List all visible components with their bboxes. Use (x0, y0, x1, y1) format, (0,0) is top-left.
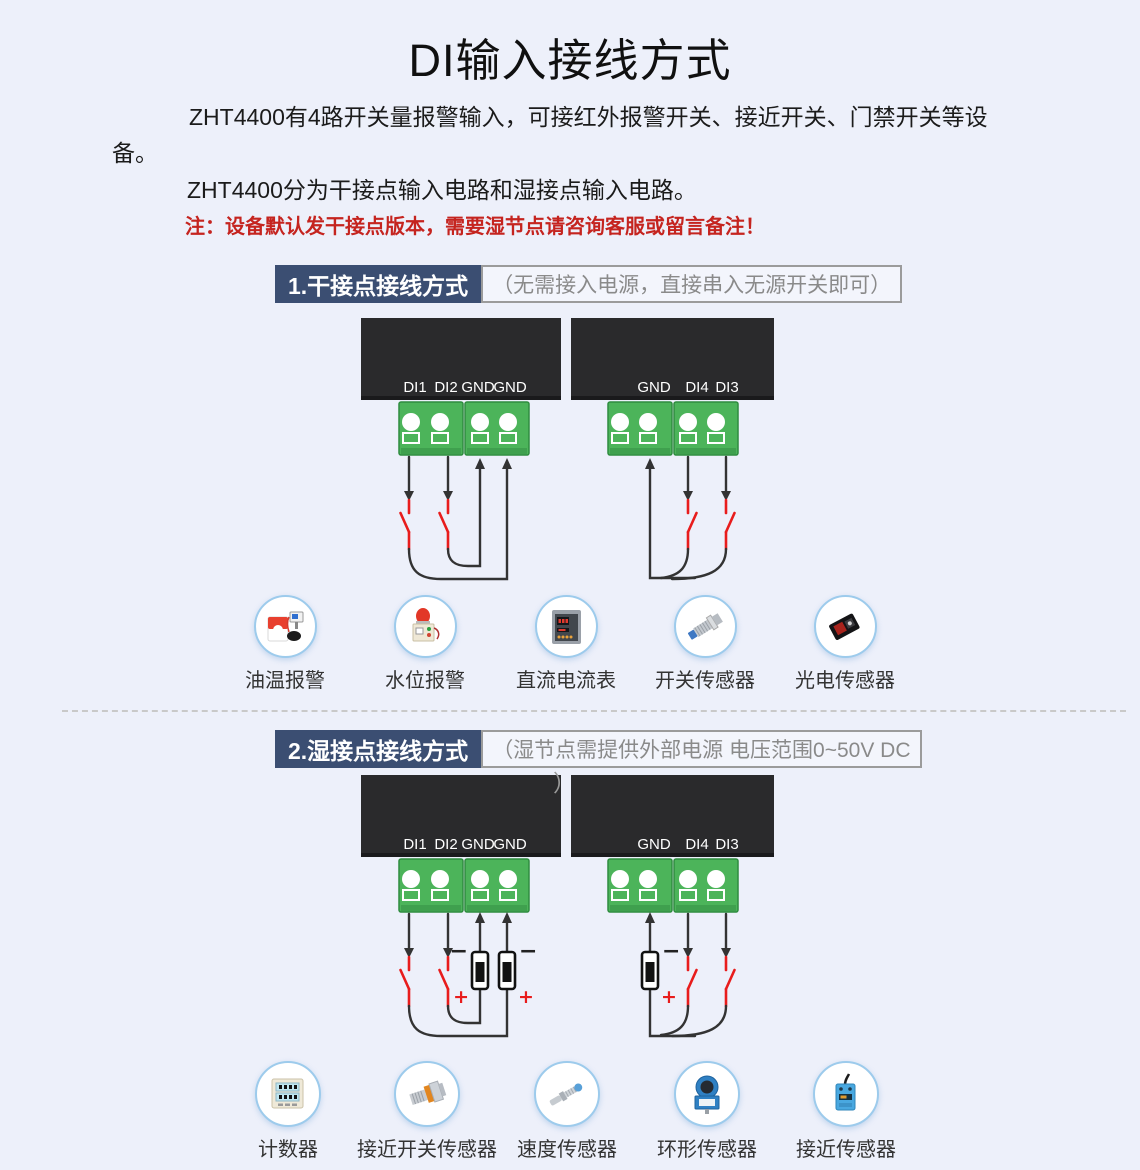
device-label: 油温报警 (245, 670, 325, 692)
device-counter: 计数器 (213, 1061, 363, 1162)
dry-contact-wiring-diagram: DI1 DI2 GND GND GND DI4 DI3 (361, 318, 774, 581)
speed-sensor-icon (549, 1083, 583, 1106)
battery-plus-label: + (518, 986, 534, 1008)
device-label: 速度传感器 (517, 1139, 617, 1161)
device-label: 水位报警 (385, 670, 465, 692)
device-ring-sensor: 环形传感器 (632, 1061, 782, 1162)
water-level-alarm-icon (412, 607, 440, 641)
switch-sensor-icon (687, 612, 723, 640)
wet-right-device-box: GND DI4 DI3 (571, 775, 774, 857)
battery-symbol-1: − + (450, 939, 490, 1008)
device-badge (253, 595, 317, 658)
oil-temperature-alarm-icon (267, 611, 304, 641)
battery-symbol-3: − + (640, 939, 680, 1008)
section-2-header: 2.湿接点接线方式 （湿节点需提供外部电源 电压范围0~50V DC (275, 730, 922, 768)
terminal-label-di1: DI1 (403, 379, 426, 396)
terminal-label-gnd2: GND (493, 836, 527, 853)
terminal-label-gnd1: GND (461, 379, 495, 396)
device-label: 接近开关传感器 (357, 1139, 497, 1161)
device-water-level-alarm: 水位报警 (350, 595, 500, 693)
dc-ammeter-icon (552, 609, 581, 644)
wet-right-terminal-block (607, 858, 739, 913)
page-title: DI输入接线方式 (408, 35, 732, 86)
dry-right-wires (645, 455, 736, 581)
device-badge (534, 1061, 600, 1127)
ring-sensor-icon (694, 1075, 720, 1114)
counter-icon (271, 1078, 304, 1109)
dry-right-terminal-block (607, 401, 739, 456)
device-badge (534, 595, 598, 658)
terminal-label-di3: DI3 (715, 379, 738, 396)
device-badge (673, 595, 737, 658)
device-label: 开关传感器 (655, 670, 755, 692)
wet-left-wires: − + − + (399, 912, 537, 1038)
section-divider (62, 710, 1126, 712)
device-label: 光电传感器 (795, 670, 895, 692)
device-proximity-switch-sensor: 接近开关传感器 (352, 1061, 502, 1162)
dry-right-device-box: GND DI4 DI3 (571, 318, 774, 400)
terminal-label-gnd1: GND (461, 836, 495, 853)
wet-left-device-box: DI1 DI2 GND GND (361, 775, 561, 857)
wet-contact-wiring-diagram: DI1 DI2 GND GND GND DI4 DI3 (361, 775, 774, 1038)
terminal-label-gnd2: GND (493, 379, 527, 396)
device-badge (255, 1061, 321, 1127)
photoelectric-sensor-icon (829, 613, 860, 640)
device-speed-sensor: 速度传感器 (492, 1061, 642, 1162)
terminal-label-di4: DI4 (685, 379, 708, 396)
proximity-switch-sensor-icon (409, 1080, 447, 1105)
terminal-label-di1: DI1 (403, 836, 426, 853)
terminal-label-gnd: GND (637, 379, 671, 396)
device-label: 环形传感器 (657, 1139, 757, 1161)
battery-minus-label: − (519, 939, 537, 964)
battery-plus-label: + (453, 986, 469, 1008)
device-label: 计数器 (258, 1139, 318, 1161)
dry-left-device-box: DI1 DI2 GND GND (361, 318, 561, 400)
section-1-heading: 1.干接点接线方式 (275, 265, 482, 303)
wet-right-wires: − + (640, 912, 736, 1038)
section-1-annotation: （无需接入电源，直接串入无源开关即可） (481, 265, 903, 303)
terminal-label-gnd: GND (637, 836, 671, 853)
battery-minus-label: − (662, 939, 680, 964)
wet-left-terminal-block (398, 858, 530, 913)
terminal-label-di2: DI2 (434, 379, 457, 396)
device-photoelectric-sensor: 光电传感器 (770, 595, 920, 693)
section-2-annotation-suffix: ） (553, 770, 576, 796)
device-switch-sensor: 开关传感器 (630, 595, 780, 693)
device-oil-temperature-alarm: 油温报警 (210, 595, 360, 693)
device-dc-ammeter: 直流电流表 (491, 595, 641, 693)
section-2-annotation: （湿节点需提供外部电源 电压范围0~50V DC (481, 730, 922, 768)
device-badge (813, 1061, 879, 1127)
dry-left-wires (399, 455, 512, 581)
device-badge (674, 1061, 740, 1127)
device-label: 直流电流表 (516, 670, 616, 692)
section-1-header: 1.干接点接线方式 （无需接入电源，直接串入无源开关即可） (275, 265, 903, 303)
battery-minus-label: − (450, 939, 468, 964)
device-badge (813, 595, 877, 658)
battery-symbol-2: − + (497, 939, 537, 1008)
terminal-label-di4: DI4 (685, 836, 708, 853)
intro-warning-note: 注：设备默认发干接点版本，需要湿节点请咨询客服或留言备注！ (185, 216, 765, 238)
intro-paragraph-2: ZHT4400分为干接点输入电路和湿接点输入电路。 (187, 177, 697, 203)
section-2-heading: 2.湿接点接线方式 (275, 730, 482, 768)
intro-paragraph-1: ZHT4400有4路开关量报警输入，可接红外报警开关、接近开关、门禁开关等设备。 (112, 104, 988, 166)
device-badge (393, 595, 457, 658)
terminal-label-di2: DI2 (434, 836, 457, 853)
battery-plus-label: + (661, 986, 677, 1008)
terminal-label-di3: DI3 (715, 836, 738, 853)
dry-left-terminal-block (398, 401, 530, 456)
device-proximity-sensor: 接近传感器 (771, 1061, 921, 1162)
proximity-sensor-icon (835, 1073, 856, 1111)
device-label: 接近传感器 (796, 1139, 896, 1161)
device-badge (394, 1061, 460, 1127)
